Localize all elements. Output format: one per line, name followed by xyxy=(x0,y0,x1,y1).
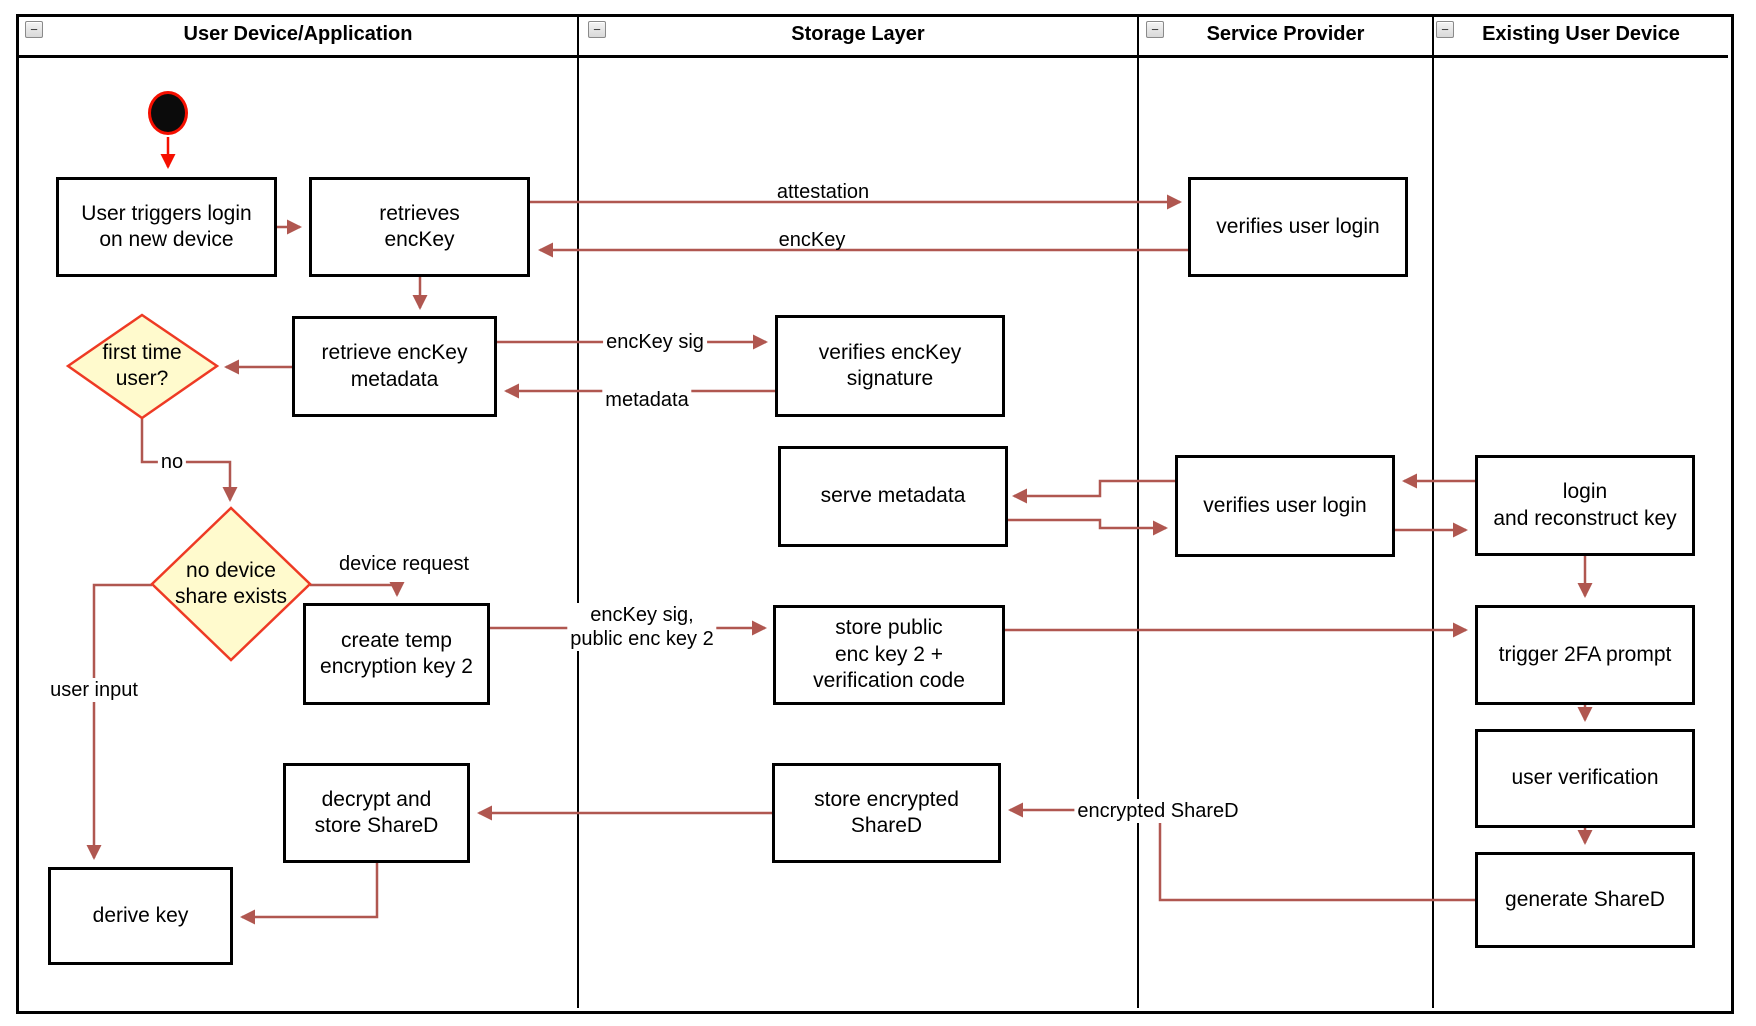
edge-label-metadata: metadata xyxy=(602,388,692,412)
edge-label-no: no xyxy=(157,450,187,474)
collapse-lane-button[interactable]: − xyxy=(588,21,606,38)
activity-trigger-2fa-prompt: trigger 2FA prompt xyxy=(1475,605,1695,705)
decision-no-device-share-exists-label: no device share exists xyxy=(174,558,288,608)
activity-store-encrypted-shared: store encrypted ShareD xyxy=(772,763,1001,863)
activity-derive-key: derive key xyxy=(48,867,233,965)
lane-header-user-device-application: User Device/Application xyxy=(183,23,413,45)
lane-separator-3 xyxy=(1432,14,1434,1008)
lane-header-storage-layer: Storage Layer xyxy=(791,23,925,45)
activity-create-temp-encryption-key-2: create temp encryption key 2 xyxy=(303,603,490,705)
lane-separator-2 xyxy=(1137,14,1139,1008)
collapse-lane-button[interactable]: − xyxy=(1436,21,1454,38)
start-node xyxy=(148,91,188,135)
activity-generate-shared: generate ShareD xyxy=(1475,852,1695,948)
edge-label-user-input: user input xyxy=(47,678,141,702)
edge-label-encrypted-shared: encrypted ShareD xyxy=(1074,799,1242,823)
decision-first-time-user-label: first time user? xyxy=(102,340,182,390)
lane-header-service-provider: Service Provider xyxy=(1206,23,1365,45)
activity-login-and-reconstruct-key: login and reconstruct key xyxy=(1475,455,1695,556)
activity-user-verification: user verification xyxy=(1475,729,1695,828)
activity-decrypt-and-store-shared: decrypt and store ShareD xyxy=(283,763,470,863)
lane-header-existing-user-device: Existing User Device xyxy=(1482,23,1680,45)
activity-retrieves-enckey: retrieves encKey xyxy=(309,177,530,277)
edge-label-enckey-sig-public: encKey sig, public enc key 2 xyxy=(567,603,717,651)
lane-separator-1 xyxy=(577,14,579,1008)
lane-header-underline xyxy=(16,55,1728,58)
diagram-outer-border xyxy=(16,14,1734,1014)
edge-label-attestation: attestation xyxy=(776,181,870,203)
edge-label-device-request: device request xyxy=(338,553,470,575)
activity-serve-metadata: serve metadata xyxy=(778,446,1008,547)
collapse-lane-button[interactable]: − xyxy=(25,21,43,38)
edge-label-enckey-sig: encKey sig xyxy=(603,330,707,354)
activity-verifies-user-login-1: verifies user login xyxy=(1188,177,1408,277)
activity-user-triggers-login: User triggers login on new device xyxy=(56,177,277,277)
activity-verifies-enckey-signature: verifies encKey signature xyxy=(775,315,1005,417)
activity-retrieve-enckey-metadata: retrieve encKey metadata xyxy=(292,316,497,417)
edge-label-enckey: encKey xyxy=(778,229,846,251)
collapse-lane-button[interactable]: − xyxy=(1146,21,1164,38)
activity-store-public-enc-key-2: store public enc key 2 + verification co… xyxy=(773,605,1005,705)
activity-verifies-user-login-2: verifies user login xyxy=(1175,455,1395,557)
